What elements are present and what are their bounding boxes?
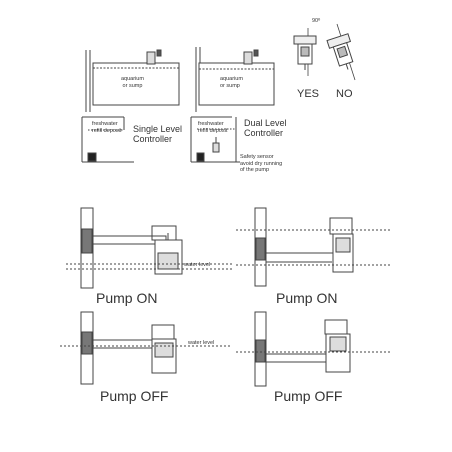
angle-label: 90º	[312, 18, 321, 24]
water-level-label-1: water level	[184, 262, 211, 268]
panel-3	[60, 311, 232, 385]
pump-on-caption-2: Pump ON	[276, 290, 338, 306]
level-sensor	[146, 51, 156, 65]
single-level-diagram	[81, 49, 180, 163]
orientation-no	[326, 23, 356, 81]
dual-level-diagram	[190, 47, 275, 163]
aquarium-tank	[92, 62, 180, 106]
level-sensor-dual	[243, 51, 253, 65]
aquarium-tank-dual	[198, 62, 275, 106]
clamp-1	[151, 225, 177, 241]
yes-label: YES	[297, 88, 320, 100]
panel-1	[66, 207, 232, 289]
orientation-yes	[293, 28, 317, 76]
safety-sensor	[212, 142, 220, 153]
panel-2	[236, 207, 390, 287]
refill-pump	[87, 152, 97, 162]
pump-off-caption-3: Pump OFF	[100, 388, 169, 404]
water-level-label-3: water level	[188, 340, 215, 346]
pump-on-caption-1: Pump ON	[96, 290, 158, 306]
no-label: NO	[336, 88, 353, 100]
pump-off-caption-4: Pump OFF	[274, 388, 343, 404]
panel-4	[236, 311, 390, 387]
